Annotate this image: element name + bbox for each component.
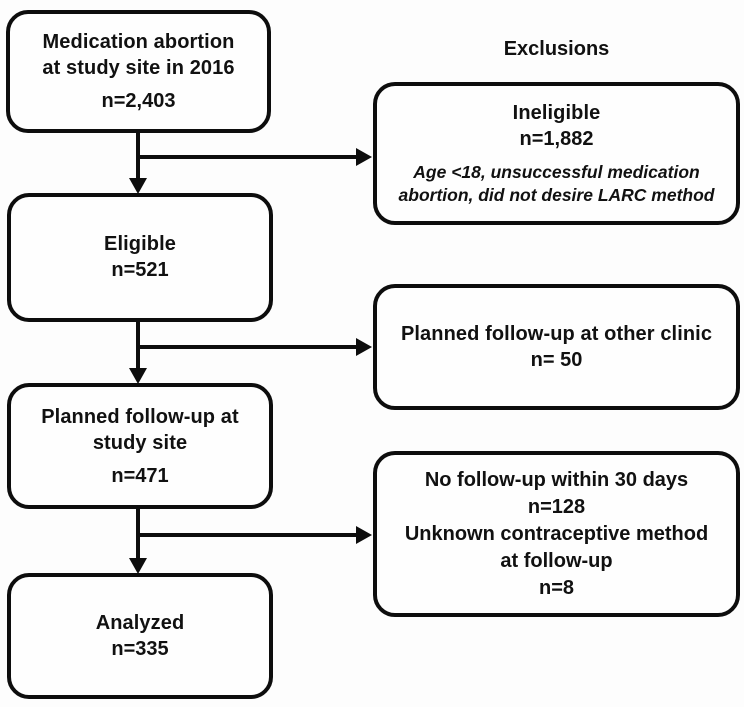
box-n-value: n=521 bbox=[111, 259, 169, 281]
arrow-right-2-icon bbox=[356, 338, 372, 356]
box-planned-followup-study-site: Planned follow-up at study site n=471 bbox=[7, 383, 273, 509]
box-text-line: Unknown contraceptive method bbox=[404, 522, 709, 545]
box-eligible: Eligible n=521 bbox=[7, 193, 273, 322]
box-n-value: n=128 bbox=[527, 495, 586, 518]
box-text-line: Planned follow-up at bbox=[41, 405, 239, 428]
box-n-value: n=2,403 bbox=[101, 90, 176, 112]
box-n-value: n=335 bbox=[111, 637, 169, 660]
box-n-value: n=8 bbox=[538, 576, 575, 599]
box-medication-abortion: Medication abortion at study site in 201… bbox=[6, 10, 271, 133]
box-text-line: at study site in 2016 bbox=[42, 57, 235, 79]
box-note-line: abortion, did not desire LARC method bbox=[398, 185, 715, 205]
box-exclusion-ineligible: Ineligible n=1,882 Age <18, unsuccessful… bbox=[373, 82, 740, 225]
arrow-right-1-icon bbox=[356, 148, 372, 166]
box-note-line: Age <18, unsuccessful medication bbox=[413, 162, 700, 182]
box-n-value: n=471 bbox=[111, 464, 169, 487]
box-text-line: at follow-up bbox=[500, 549, 613, 572]
box-text-line: Eligible bbox=[104, 233, 176, 255]
box-text-line: No follow-up within 30 days bbox=[424, 468, 689, 491]
box-text-line: Medication abortion bbox=[42, 31, 235, 53]
box-n-value: n=1,882 bbox=[519, 128, 594, 150]
box-analyzed: Analyzed n=335 bbox=[7, 573, 273, 699]
connector-segment-2 bbox=[129, 320, 372, 384]
box-text-line: Ineligible bbox=[512, 102, 601, 124]
arrow-down-1-icon bbox=[129, 178, 147, 194]
box-n-value: n= 50 bbox=[530, 348, 583, 371]
box-text-line: study site bbox=[92, 431, 188, 454]
arrow-down-2-icon bbox=[129, 368, 147, 384]
box-text-line: Planned follow-up at other clinic bbox=[400, 322, 713, 345]
arrow-right-3-icon bbox=[356, 526, 372, 544]
box-text-line: Analyzed bbox=[95, 611, 185, 634]
connector-segment-3 bbox=[129, 507, 372, 574]
exclusions-column-header: Exclusions bbox=[503, 38, 610, 60]
arrow-down-3-icon bbox=[129, 558, 147, 574]
connector-segment-1 bbox=[129, 131, 372, 194]
box-exclusion-other-clinic: Planned follow-up at other clinic n= 50 bbox=[373, 284, 740, 410]
box-exclusion-no-followup: No follow-up within 30 days n=128 Unknow… bbox=[373, 451, 740, 617]
